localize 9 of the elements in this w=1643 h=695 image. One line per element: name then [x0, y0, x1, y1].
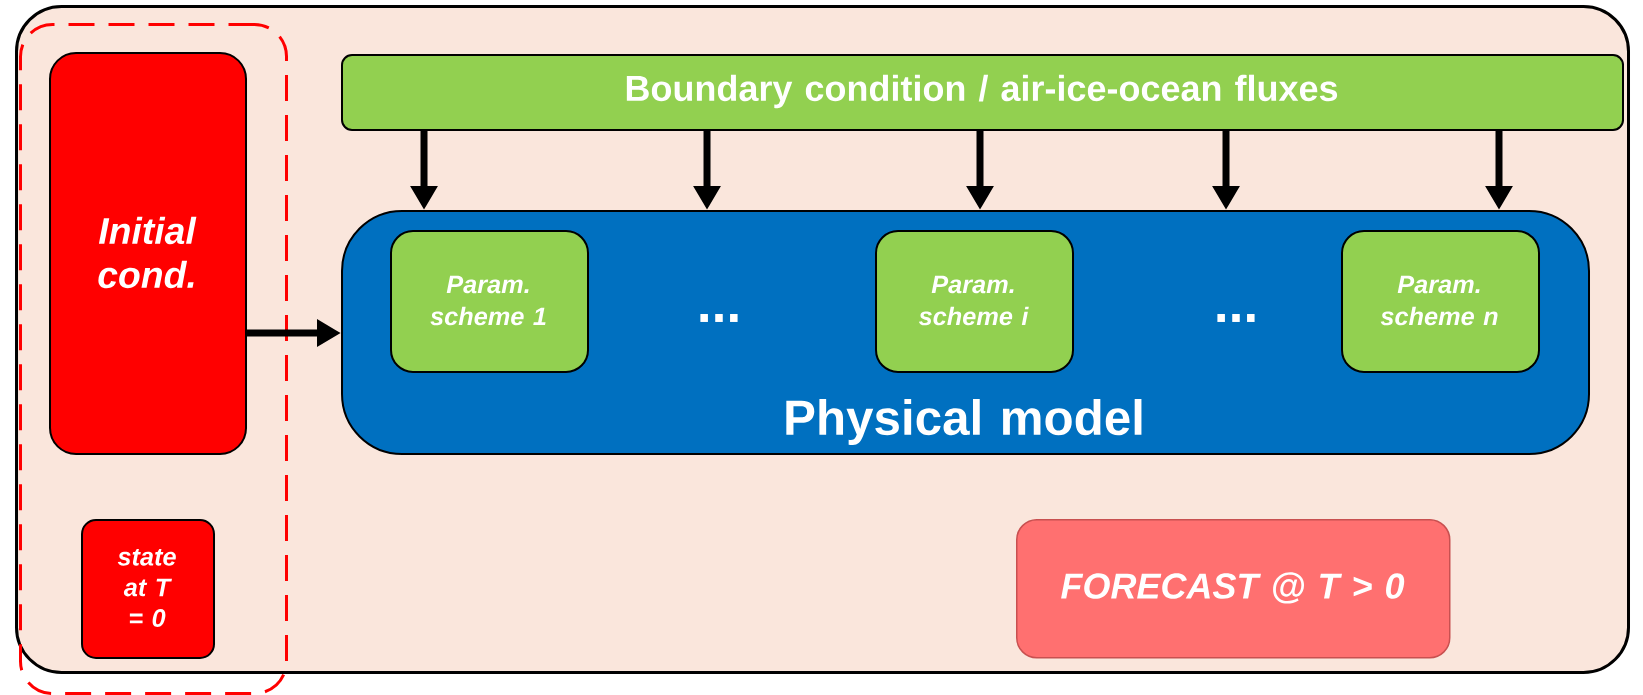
boundary-bar: Boundary condition / air-ice-ocean fluxes	[341, 54, 1624, 131]
scheme-box: Param. scheme i	[875, 230, 1074, 373]
scheme-box: Param. scheme 1	[390, 230, 589, 373]
scheme-box: Param. scheme n	[1341, 230, 1540, 373]
ellipsis: ...	[1217, 314, 1255, 322]
state-box: state at T = 0	[81, 519, 215, 659]
forecast-box: FORECAST @ T > 0	[1016, 519, 1451, 659]
initial-condition-box: Initial cond.	[49, 52, 247, 455]
ellipsis: ...	[700, 314, 738, 322]
